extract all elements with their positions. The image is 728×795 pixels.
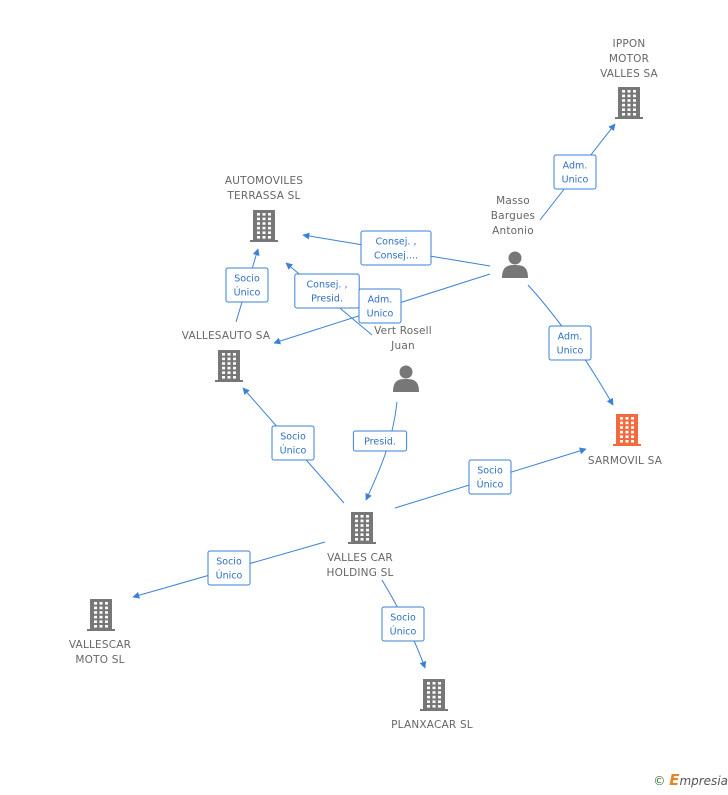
edge-label-text: Único (234, 287, 261, 299)
node-label: Bargues (491, 210, 535, 222)
node-label: HOLDING SL (326, 567, 393, 579)
edge-label-text: Único (390, 626, 417, 638)
edge-label-box[interactable] (553, 154, 597, 190)
node-label: Vert Rosell (374, 325, 432, 337)
node-label: Antonio (492, 225, 534, 237)
copyright-symbol: © (653, 774, 666, 788)
edge-label-box[interactable] (207, 550, 251, 586)
edge-label-text: Adm. (368, 295, 393, 306)
node-label: MOTOR (609, 53, 649, 65)
node-label: PLANXACAR SL (391, 719, 473, 731)
node-sarmovil[interactable]: SARMOVIL SA (588, 414, 663, 467)
node-label: MOTO SL (75, 654, 124, 666)
edge-label-text: Unico (562, 175, 589, 186)
edge-label-text: Consej. , (307, 280, 348, 291)
footer-brand: © Empresia (653, 771, 728, 789)
node-label: VALLESAUTO SA (182, 330, 271, 342)
node-label: VALLES SA (600, 68, 658, 80)
edge-label-text: Unico (557, 346, 584, 357)
edge-line (365, 401, 398, 501)
building-icon (215, 350, 243, 382)
edge-label-box[interactable] (381, 606, 425, 642)
edge-label-text: Socio (216, 557, 242, 568)
node-label: SARMOVIL SA (588, 455, 663, 467)
edge-label-text: Socio (477, 466, 503, 477)
edge-label-text: Único (477, 479, 504, 491)
node-vallescar[interactable]: VALLES CAR HOLDING SL (326, 512, 393, 579)
edge-label-box[interactable] (548, 325, 592, 361)
brand-initial: E (669, 771, 680, 789)
edge-label-text: Consej. , (376, 237, 417, 248)
edge-label-text: Presid. (364, 437, 396, 448)
building-icon (615, 87, 643, 119)
edge-label-text: Unico (367, 309, 394, 320)
node-ippon[interactable]: IPPON MOTOR VALLES SA (600, 38, 658, 119)
node-label: Juan (390, 340, 415, 352)
edge-masso-vallesauto[interactable]: Adm. Unico (273, 273, 491, 345)
node-label: VALLES CAR (327, 552, 393, 564)
edge-label-text: Único (280, 445, 307, 457)
node-automoviles[interactable]: AUTOMOVILES TERRASSA SL (225, 175, 303, 242)
edge-label-box[interactable] (225, 267, 269, 303)
building-icon (613, 414, 641, 446)
node-vallesauto[interactable]: VALLESAUTO SA (182, 330, 271, 382)
building-icon (420, 679, 448, 711)
node-label: Masso (496, 195, 530, 207)
building-icon (348, 512, 376, 544)
edge-label-box[interactable] (468, 459, 512, 495)
edge-label-box[interactable] (358, 288, 402, 324)
edge-masso-sarmovil[interactable]: Adm. Unico (527, 284, 614, 406)
edge-label-text: Presid. (311, 294, 343, 305)
edge-label-text: Socio (280, 432, 306, 443)
building-icon (87, 599, 115, 631)
edge-label-text: Único (216, 570, 243, 582)
edge-label-text: Adm. (563, 161, 588, 172)
edge-label-text: Adm. (558, 332, 583, 343)
node-label: IPPON (613, 38, 646, 50)
person-icon (393, 365, 419, 392)
building-icon (250, 210, 278, 242)
node-label: TERRASSA SL (226, 190, 300, 202)
person-icon (502, 251, 528, 278)
node-vallescarmoto[interactable]: VALLESCAR MOTO SL (69, 599, 131, 666)
edge-label-text: Socio (390, 613, 416, 624)
edge-masso-automoviles[interactable]: Consej. , Consej.... (302, 230, 491, 267)
edge-label-text: Consej.... (374, 251, 418, 262)
edge-label-box[interactable] (271, 425, 315, 461)
brand-name: mpresia (679, 774, 728, 788)
edge-label-box[interactable] (360, 230, 432, 266)
node-label: AUTOMOVILES (225, 175, 303, 187)
edge-label-text: Socio (234, 274, 260, 285)
node-label: VALLESCAR (69, 639, 131, 651)
edge-vert-vallescar[interactable]: Presid. (352, 401, 408, 501)
node-planxacar[interactable]: PLANXACAR SL (391, 679, 473, 731)
edge-masso-ippon[interactable]: Adm. Unico (539, 123, 616, 221)
edge-label-box[interactable] (352, 430, 408, 452)
